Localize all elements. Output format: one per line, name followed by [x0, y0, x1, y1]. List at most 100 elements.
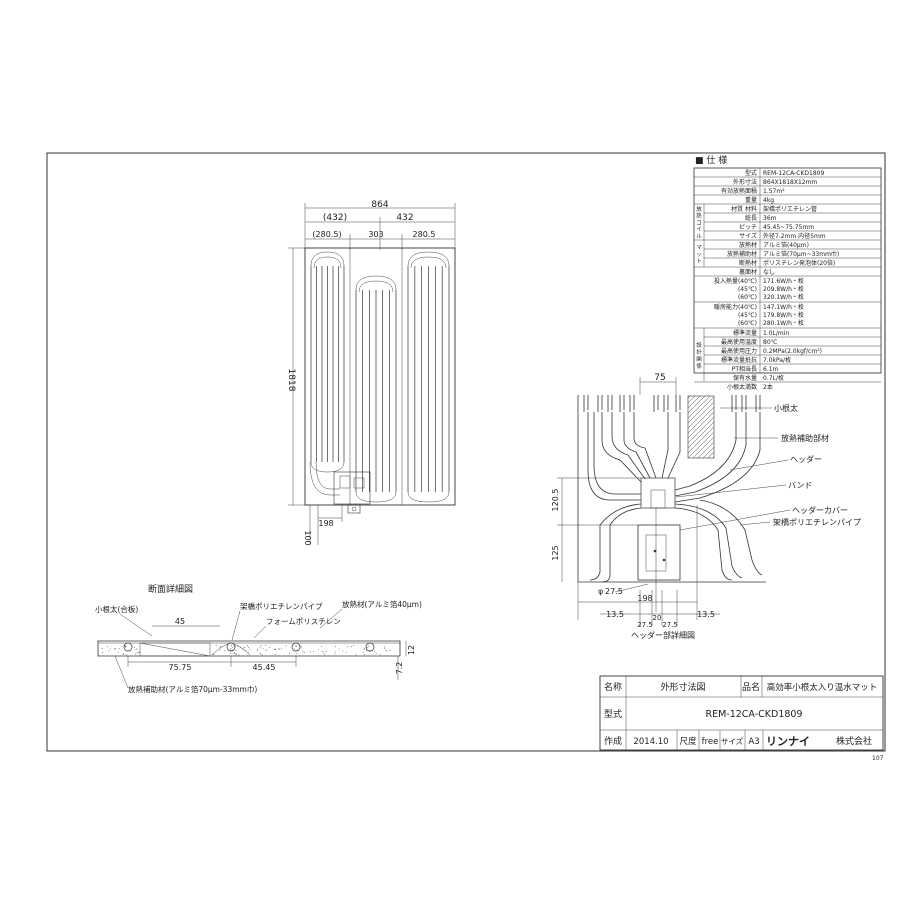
hd-tube-path — [589, 503, 642, 581]
hatch-line — [702, 446, 714, 458]
foam-dot — [389, 650, 391, 651]
spec-row: 材質 材料架橋ポリエチレン管 — [731, 205, 817, 213]
hd-callout-header-line — [729, 459, 789, 471]
hatch-line — [692, 436, 714, 458]
foam-dot — [125, 645, 127, 647]
spec-label: サイズ — [739, 232, 757, 240]
foam-dot — [118, 648, 120, 650]
header-detail: 75 小根太 放熱補助部材 ヘッダー バンド ヘッダーカバー 架橋ポリエチレンパ… — [551, 373, 861, 640]
foam-dot — [317, 649, 319, 651]
spec-row: 裏面材なし — [739, 268, 775, 276]
foam-dot — [295, 646, 297, 647]
hd-callout-cover-line — [679, 509, 791, 531]
tb-date: 2014.10 — [633, 737, 668, 747]
hatch-line — [688, 421, 714, 449]
tb-model-label: 型式 — [604, 708, 622, 720]
sheet-frame — [46, 152, 886, 752]
spec-row: サイズ外径7.2mm 内径5mm — [739, 232, 826, 240]
hd-dia-leader — [614, 583, 649, 593]
foam-dot — [102, 652, 103, 654]
spec-label: PT相当長 — [732, 365, 757, 373]
spec-group-label: マット — [696, 244, 702, 265]
foam-dot — [275, 648, 277, 650]
hd-koneta-hatch — [688, 396, 714, 458]
foam-dot — [269, 646, 271, 648]
foam-dot — [106, 646, 108, 647]
foam-dot — [123, 653, 125, 655]
hatch-line — [688, 396, 706, 414]
spec-value: 0.7L/枚 — [763, 374, 784, 382]
foam-dot — [285, 645, 287, 647]
mat-outline — [304, 247, 456, 506]
hd-tube-path — [674, 412, 747, 497]
hatch-line — [688, 396, 714, 424]
hd-label-band: バンド — [788, 481, 812, 490]
dim-overall-width: 864 — [371, 200, 388, 210]
plan-tube-coils — [309, 251, 450, 503]
plan-coil-panel — [355, 275, 397, 503]
plan-tube-bend — [355, 275, 397, 291]
hd-header-cover — [637, 524, 681, 581]
foam-dot — [369, 651, 371, 653]
section-label-foam: フォームポリスチレン — [266, 617, 341, 626]
spec-value: 45.45~75.75mm — [763, 224, 814, 231]
foam-dot — [323, 652, 325, 654]
section-label-radiator: 放熱材(アルミ箔40μm) — [342, 599, 422, 609]
plan-header-port — [351, 506, 357, 512]
foam-dot — [233, 645, 235, 647]
spec-label: 断熱材 — [739, 259, 757, 267]
hd-tube-path — [623, 412, 651, 479]
dim-height: 1818 — [286, 369, 296, 392]
foam-dot — [303, 651, 305, 653]
hatch-line — [688, 396, 711, 419]
foam-dot — [373, 650, 375, 652]
dim-bottom-width: 198 — [318, 519, 333, 528]
title-block-border — [599, 675, 884, 751]
foam-dot — [355, 654, 357, 656]
foam-dot — [237, 646, 239, 648]
hatch-line — [688, 411, 714, 439]
foam-dot — [230, 652, 232, 654]
tb-scale-value: free — [702, 737, 719, 747]
tb-page-code: 107 — [872, 755, 884, 762]
hd-label-koneta: 小根太 — [774, 403, 798, 413]
dim-half-left: (432) — [323, 213, 347, 223]
plan-header-detail-2 — [353, 477, 365, 489]
plan-tube-bend — [315, 461, 340, 490]
spec-value: 7.0kPa/枚 — [763, 356, 791, 364]
hd-tube-path — [601, 412, 642, 483]
plan-tube-bend — [310, 461, 345, 473]
spec-value: 864X1818X12mm — [763, 179, 817, 186]
hd-dim-top: 75 — [654, 373, 665, 383]
section-koneta-cross — [139, 642, 211, 657]
tb-model-value: REM-12CA-CKD1809 — [705, 709, 802, 720]
foam-dot — [230, 648, 232, 650]
foam-dot — [215, 644, 217, 646]
section-leader-foam — [253, 625, 267, 639]
spec-row: 放熱補助材アルミ箔(70μm~33mm巾) — [727, 250, 839, 258]
spec-label: (45℃) — [738, 286, 757, 293]
hd-dim-sub-left: 27.5 — [637, 621, 653, 629]
hatch-line — [688, 401, 714, 429]
tb-product-value: 高効率小根太入り温水マット — [767, 682, 878, 693]
section-dim-pitch-b: 45.45 — [253, 663, 276, 672]
hatch-line — [688, 416, 714, 444]
foam-dot — [133, 646, 135, 648]
tb-product-label: 品名 — [742, 681, 760, 693]
hd-tube-path — [699, 499, 763, 576]
foam-dot — [260, 653, 262, 655]
spec-label: 最高使用圧力 — [721, 347, 757, 355]
foam-dot — [248, 646, 250, 648]
hd-dim-width: 198 — [637, 594, 652, 603]
hatch-line — [688, 396, 691, 399]
hd-tubes — [583, 395, 763, 583]
hd-tube-path — [674, 507, 733, 581]
foam-dot — [245, 650, 247, 652]
foam-dot — [366, 647, 368, 649]
foam-dot — [249, 648, 251, 650]
hd-bolt — [653, 549, 657, 553]
spec-row: 断熱材ポリスチレン発泡体(20倍) — [739, 259, 835, 267]
